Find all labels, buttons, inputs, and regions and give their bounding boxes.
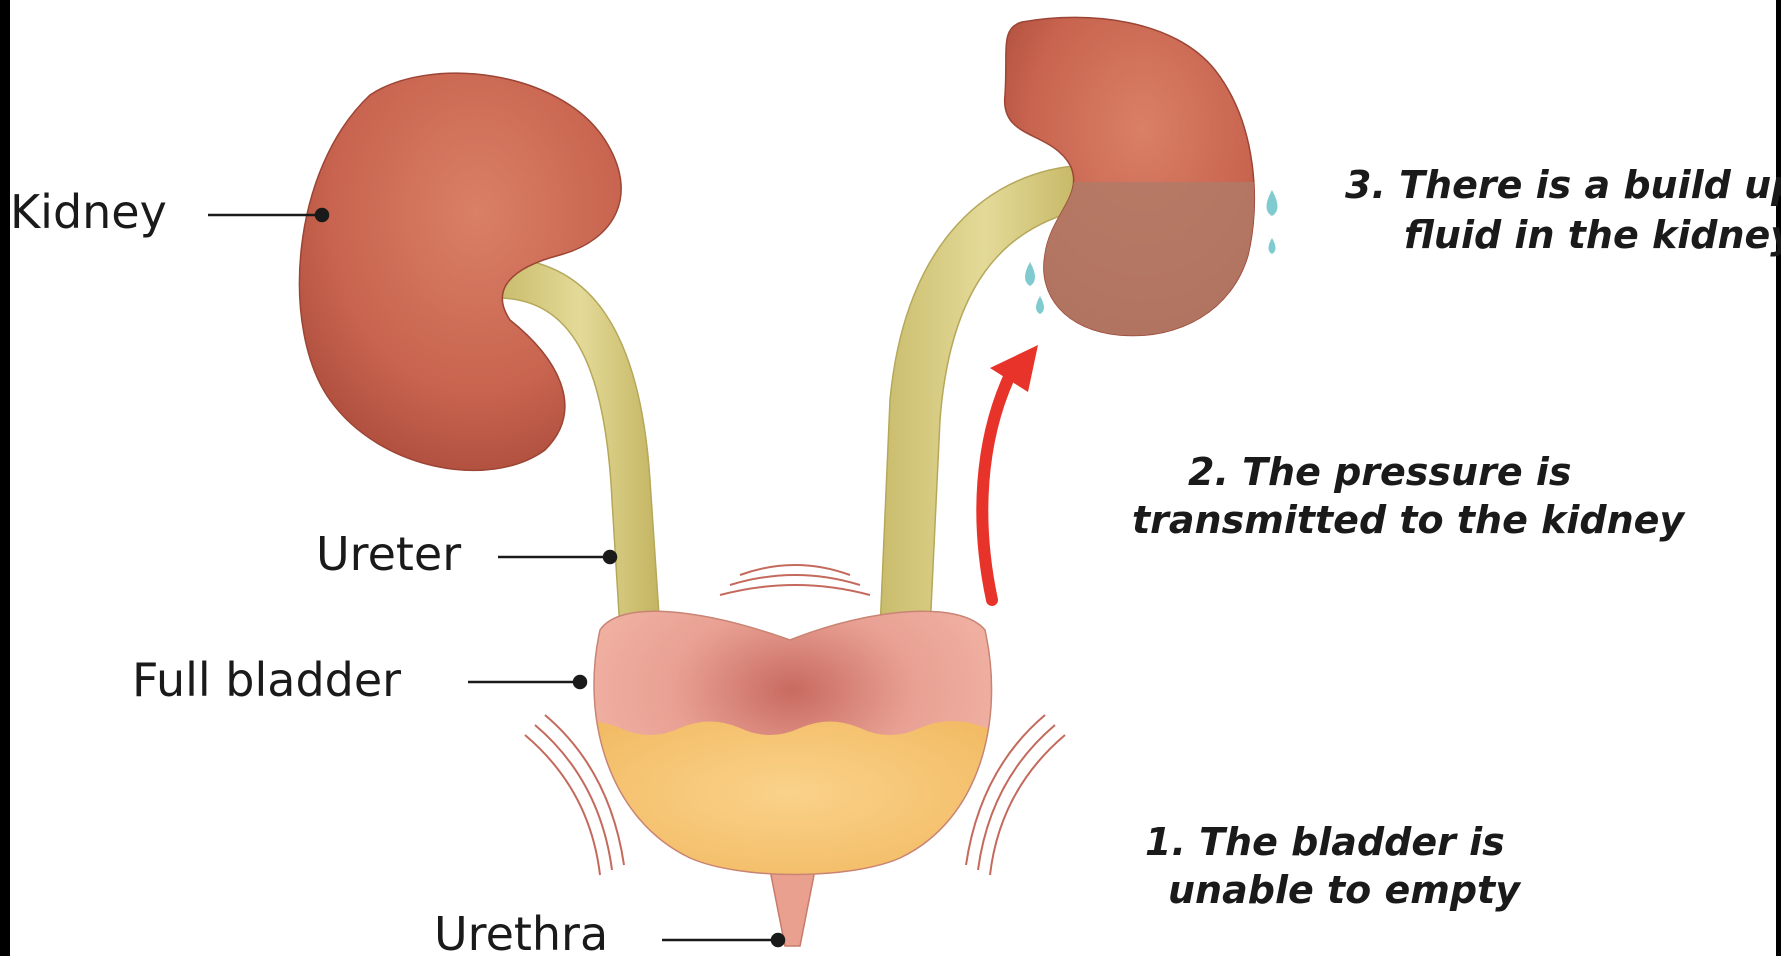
step2-line2: transmitted to the kidney [1132,498,1686,542]
step2-line1: 2. The pressure is [1188,450,1571,494]
step1-line1: 1. The bladder is [1145,820,1505,864]
label-kidney: Kidney [10,185,167,239]
step1-line2: unable to empty [1168,868,1522,912]
label-ureter: Ureter [316,527,461,581]
step3-line1: 3. There is a build up [1345,163,1781,207]
label-full-bladder: Full bladder [132,653,401,707]
step3-line2: fluid in the kidney [1404,213,1781,257]
label-urethra: Urethra [434,907,608,956]
